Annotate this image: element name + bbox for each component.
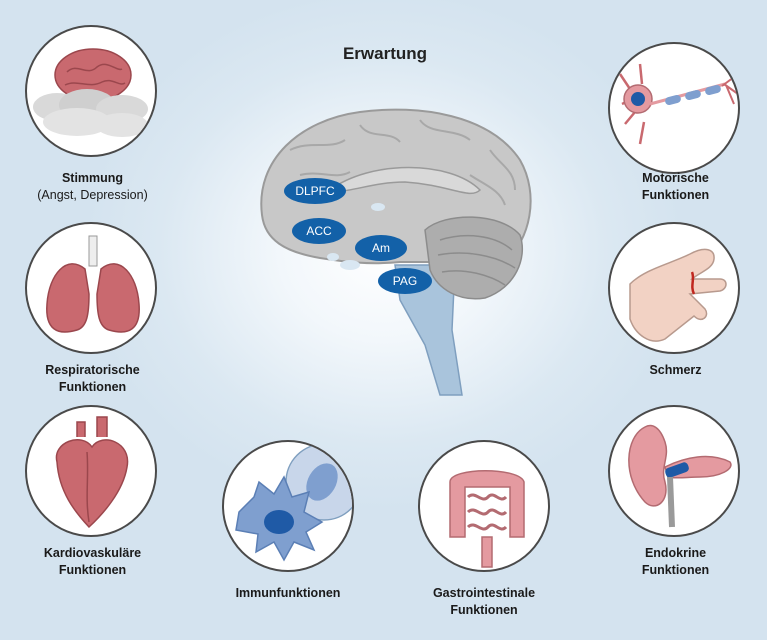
label-mood-sub: (Angst, Depression) [37, 188, 148, 202]
label-gastrointestinal-line2: Funktionen [450, 603, 518, 617]
endocrine-circle [608, 405, 740, 537]
label-immune-line1: Immunfunktionen [235, 586, 341, 600]
label-pain-line1: Schmerz [649, 363, 702, 377]
respiratory-circle [25, 222, 157, 354]
label-pain: Schmerz [588, 362, 763, 379]
label-respiratory-line2: Funktionen [58, 380, 127, 394]
heart-icon [55, 416, 129, 529]
label-mood: Stimmung (Angst, Depression) [5, 170, 180, 204]
kidney-pancreas-icon [628, 424, 732, 528]
label-gastrointestinal: Gastrointestinale Funktionen [396, 585, 572, 619]
diagram-title: Erwartung [342, 44, 428, 63]
label-cardiovascular-line1: Kardiovaskuläre [43, 546, 142, 560]
label-motor-line1: Motorische [642, 171, 709, 185]
label-cardiovascular-line2: Funktionen [58, 563, 127, 577]
intestine-icon [449, 470, 525, 568]
gastrointestinal-circle [418, 440, 550, 572]
hand-icon [629, 248, 727, 342]
label-endocrine: Endokrine Funktionen [588, 545, 763, 579]
region-dlpfc: DLPFC [284, 178, 346, 204]
label-mood-main: Stimmung [61, 171, 124, 185]
region-pag: PAG [378, 268, 432, 294]
label-respiratory-line1: Respiratorische [45, 363, 140, 377]
immune-cell-icon [235, 443, 352, 562]
mood-circle [25, 25, 157, 157]
label-endocrine-line1: Endokrine [644, 546, 707, 560]
lungs-icon [46, 235, 140, 333]
label-immune: Immunfunktionen [200, 585, 376, 602]
region-am: Am [355, 235, 407, 261]
cardiovascular-circle [25, 405, 157, 537]
label-motor: Motorische Funktionen [588, 170, 763, 204]
region-acc: ACC [292, 218, 346, 244]
neuron-icon [618, 63, 738, 145]
label-endocrine-line2: Funktionen [641, 563, 710, 577]
label-gastrointestinal-line1: Gastrointestinale [432, 586, 536, 600]
immune-circle [222, 440, 354, 572]
motor-circle [608, 42, 740, 174]
label-motor-line2: Funktionen [641, 188, 710, 202]
pain-circle [608, 222, 740, 354]
brain-cloud-icon [33, 48, 148, 137]
label-respiratory: Respiratorische Funktionen [5, 362, 180, 396]
label-cardiovascular: Kardiovaskuläre Funktionen [5, 545, 180, 579]
